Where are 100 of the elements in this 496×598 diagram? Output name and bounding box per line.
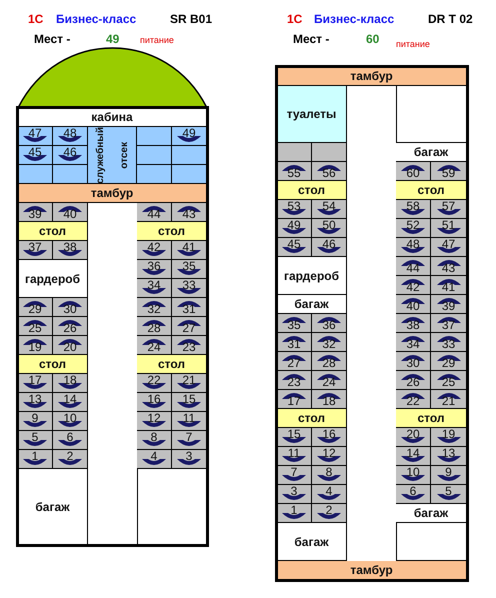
seat-number: 15 bbox=[182, 392, 196, 406]
table bbox=[18, 222, 88, 241]
seat-number: 6 bbox=[66, 430, 74, 444]
seat bbox=[18, 317, 53, 336]
seat bbox=[277, 314, 312, 333]
seat bbox=[53, 393, 88, 412]
compartment-label: гардероб bbox=[284, 268, 340, 282]
seat bbox=[431, 352, 467, 371]
seat-number: 17 bbox=[28, 373, 42, 387]
seat-number: 30 bbox=[406, 356, 420, 370]
seat-number: 50 bbox=[322, 218, 336, 232]
table bbox=[277, 181, 347, 200]
seat bbox=[277, 352, 312, 371]
seat bbox=[312, 333, 347, 352]
seat bbox=[396, 276, 431, 295]
service-cell bbox=[172, 165, 207, 184]
seat-number: 8 bbox=[150, 430, 158, 444]
compartment-label: стол bbox=[38, 357, 66, 371]
car-number: DR T 02 bbox=[428, 12, 473, 26]
seat-number: 29 bbox=[28, 302, 42, 316]
seat-number: 14 bbox=[406, 446, 420, 460]
table bbox=[18, 355, 88, 374]
seat-number: 7 bbox=[290, 465, 298, 479]
seat-number: 47 bbox=[442, 237, 456, 251]
seat-number: 21 bbox=[442, 394, 456, 408]
seat-number: 26 bbox=[406, 375, 420, 389]
service-cell bbox=[18, 165, 53, 184]
seat-number: 25 bbox=[28, 321, 42, 335]
service-cell bbox=[137, 146, 172, 165]
seat-number: 36 bbox=[322, 318, 336, 332]
seat-number: 45 bbox=[28, 145, 42, 159]
seat bbox=[277, 428, 312, 447]
seat bbox=[277, 390, 312, 409]
seat bbox=[53, 374, 88, 393]
seats-label: Мест - bbox=[34, 32, 70, 46]
compartment-label: багаж bbox=[294, 297, 329, 311]
seat-number: 24 bbox=[322, 375, 336, 389]
seat bbox=[277, 485, 312, 504]
seat-number: 13 bbox=[28, 392, 42, 406]
seat-number: 39 bbox=[28, 207, 42, 221]
seat bbox=[172, 260, 207, 279]
compartment-label: багаж bbox=[414, 145, 448, 159]
seat-number: 60 bbox=[406, 166, 420, 180]
seat bbox=[312, 390, 347, 409]
seat-number: 9 bbox=[445, 465, 452, 479]
service-cell bbox=[53, 165, 88, 184]
seat bbox=[137, 450, 172, 469]
seat bbox=[53, 298, 88, 317]
service-cell bbox=[137, 165, 172, 184]
car-code: 1C bbox=[28, 12, 44, 26]
seat bbox=[396, 200, 431, 219]
seat bbox=[18, 298, 53, 317]
seat bbox=[312, 219, 347, 238]
seat bbox=[277, 219, 312, 238]
service-compartment bbox=[88, 127, 137, 184]
seat-number: 39 bbox=[442, 299, 456, 313]
seat-number: 57 bbox=[442, 199, 456, 213]
seat-number: 29 bbox=[442, 356, 456, 370]
seat-number: 38 bbox=[63, 240, 77, 254]
seat-number: 2 bbox=[66, 449, 74, 463]
compartment bbox=[277, 257, 347, 295]
seat-number: 43 bbox=[182, 207, 196, 221]
seat-number: 58 bbox=[406, 199, 420, 213]
seat-number: 15 bbox=[287, 427, 301, 441]
seat-number: 34 bbox=[147, 278, 161, 292]
seat bbox=[172, 279, 207, 298]
compartment-label: стол bbox=[298, 411, 326, 425]
seat-number: 27 bbox=[287, 356, 301, 370]
seat-number: 40 bbox=[406, 299, 420, 313]
seat-number: 4 bbox=[150, 449, 158, 463]
seat bbox=[431, 295, 467, 314]
car-number: SR B01 bbox=[170, 12, 212, 26]
seat-number: 35 bbox=[182, 259, 196, 273]
seat bbox=[137, 393, 172, 412]
seat bbox=[396, 466, 431, 485]
seat bbox=[53, 336, 88, 355]
seat bbox=[396, 219, 431, 238]
seat bbox=[431, 200, 467, 219]
locomotive-nose bbox=[18, 47, 207, 108]
compartment-label: стол bbox=[38, 224, 66, 238]
catering-note: питание bbox=[140, 35, 174, 45]
seat bbox=[172, 127, 207, 146]
seat bbox=[53, 241, 88, 260]
seat-number: 7 bbox=[186, 430, 192, 444]
seat-number: 17 bbox=[287, 394, 301, 408]
seat-number: 59 bbox=[442, 166, 456, 180]
seat-number: 28 bbox=[322, 356, 336, 370]
service-cell bbox=[137, 127, 172, 146]
seat bbox=[396, 371, 431, 390]
seat-number: 27 bbox=[182, 321, 196, 335]
seat-number: 11 bbox=[182, 411, 196, 425]
seat-number: 43 bbox=[442, 261, 456, 275]
seat bbox=[277, 200, 312, 219]
seat bbox=[312, 447, 347, 466]
car-code: 1C bbox=[287, 12, 302, 26]
seat bbox=[431, 428, 467, 447]
seat bbox=[396, 390, 431, 409]
seat-number: 35 bbox=[287, 318, 301, 332]
seat bbox=[277, 504, 312, 523]
seat bbox=[172, 412, 207, 431]
